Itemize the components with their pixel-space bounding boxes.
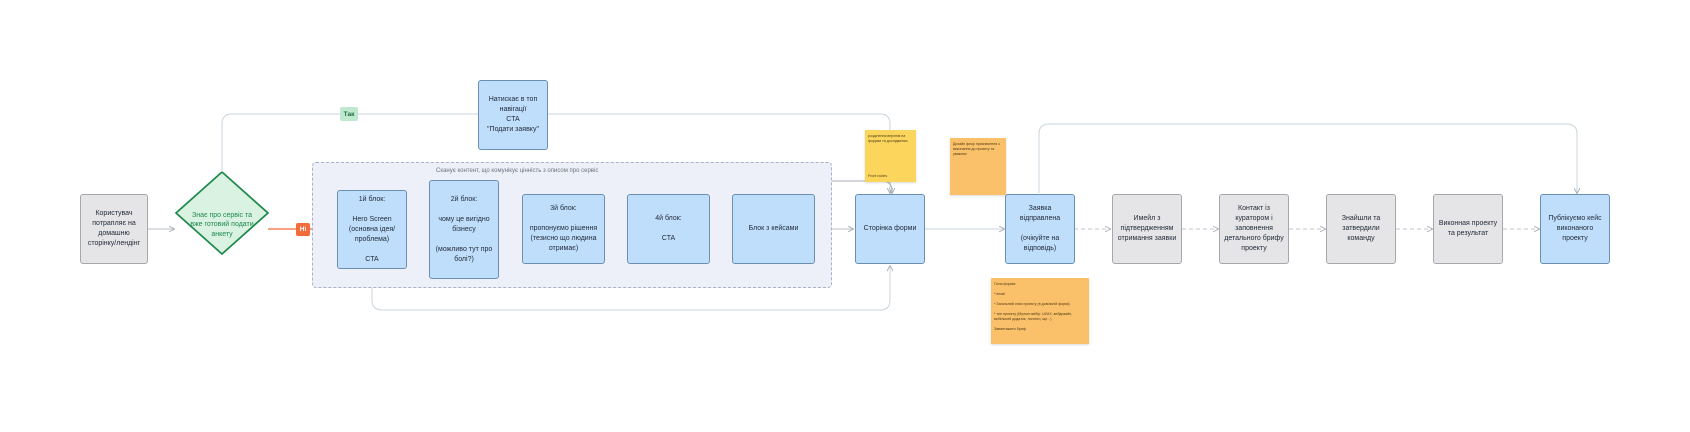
yes-tag: Так — [340, 107, 358, 121]
decision-text[interactable]: Знає про сервіс та вже готовий подати ан… — [190, 211, 254, 238]
no-tag: Ні — [296, 223, 310, 236]
node-block-4[interactable]: 4й блок: CTA — [627, 194, 710, 264]
node-form-page[interactable]: Сторінка форми — [855, 194, 925, 264]
sticky-note-orange-form-fields: Поля форми: * email * Загальний опис про… — [991, 278, 1089, 344]
node-block-3[interactable]: 3й блок: пропонуємо рішення (тезисно що … — [522, 194, 605, 264]
node-request-sent[interactable]: Заявка відправлена (очікуйте на відповід… — [1005, 194, 1075, 264]
decision-diamond — [175, 171, 269, 255]
sticky-note-orange-top: Дизайн флоу призначення з виконання до п… — [950, 138, 1006, 195]
node-publish-case[interactable]: Публікуємо кейс виконаного проекту — [1540, 194, 1610, 264]
node-block-1[interactable]: 1й блок: Hero Screen (основна ідея/пробл… — [337, 190, 407, 269]
node-topnav-cta[interactable]: Натискає в топ навігації CTA "Подати зая… — [478, 80, 548, 150]
node-block-2[interactable]: 2й блок: чому це вигідно бізнесу (можлив… — [429, 180, 499, 279]
sticky-note-yellow: розділення верхнім на форуми та дослідже… — [865, 130, 916, 182]
node-user-landing[interactable]: Користувач потрапляє на домашню сторінку… — [80, 194, 148, 264]
node-project-execution[interactable]: Виконная проекту та результат — [1433, 194, 1503, 264]
node-confirmation-email[interactable]: Имейл з підтвердженням отримання заявки — [1112, 194, 1182, 264]
node-curator-contact[interactable]: Контакт із куратором і заповнення деталь… — [1219, 194, 1289, 264]
group-label: Сканує контент, що комунікує цінність з … — [436, 168, 599, 174]
node-team-approved[interactable]: Знайшли та затвердили команду — [1326, 194, 1396, 264]
node-cases-block[interactable]: Блок з кейсами — [732, 194, 815, 264]
